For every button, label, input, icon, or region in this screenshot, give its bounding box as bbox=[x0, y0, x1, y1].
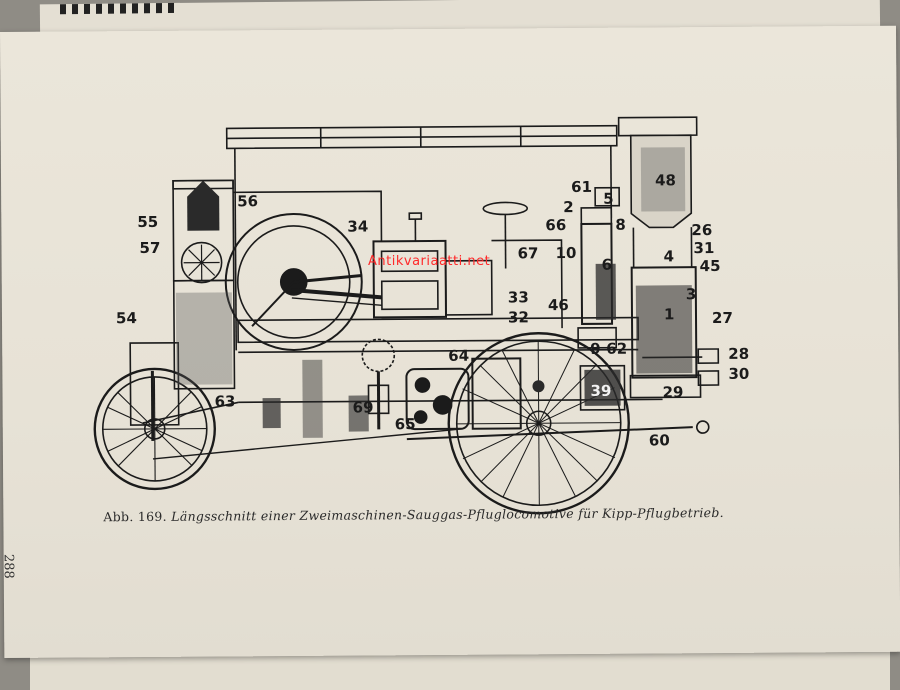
label-8: 8 bbox=[615, 216, 626, 234]
label-39: 39 bbox=[590, 382, 611, 400]
label-5: 5 bbox=[603, 190, 614, 208]
label-9: 9 bbox=[590, 340, 601, 358]
label-61: 61 bbox=[571, 178, 592, 196]
label-60: 60 bbox=[649, 431, 670, 449]
label-29: 29 bbox=[662, 383, 683, 401]
gear bbox=[362, 339, 394, 371]
label-1: 1 bbox=[664, 305, 675, 323]
label-30: 30 bbox=[728, 365, 749, 383]
label-48: 48 bbox=[655, 171, 676, 189]
label-69: 69 bbox=[353, 398, 374, 416]
label-4: 4 bbox=[664, 247, 675, 265]
label-55: 55 bbox=[137, 213, 158, 231]
label-32: 32 bbox=[508, 308, 529, 326]
connecting-rod bbox=[292, 289, 382, 298]
label-6: 6 bbox=[602, 256, 613, 274]
label-27: 27 bbox=[712, 309, 733, 327]
watermark: Antikvariaatti.net bbox=[368, 254, 490, 269]
label-56: 56 bbox=[237, 192, 258, 210]
label-2: 2 bbox=[563, 198, 574, 216]
figure-number: Abb. 169. bbox=[103, 509, 167, 524]
label-45: 45 bbox=[700, 257, 721, 275]
label-28: 28 bbox=[728, 345, 749, 363]
page-number: 288 bbox=[1, 554, 16, 579]
label-10: 10 bbox=[555, 244, 576, 262]
book-page: 55 56 57 34 54 63 69 65 64 33 32 66 67 1… bbox=[0, 26, 900, 658]
label-33: 33 bbox=[508, 288, 529, 306]
label-57: 57 bbox=[139, 239, 160, 257]
label-34: 34 bbox=[347, 217, 368, 235]
printed-stripe bbox=[60, 3, 180, 14]
tool-box bbox=[472, 358, 520, 428]
label-54: 54 bbox=[116, 309, 137, 327]
label-31: 31 bbox=[693, 239, 714, 257]
label-64: 64 bbox=[448, 347, 469, 365]
label-46: 46 bbox=[548, 296, 569, 314]
hopper-top bbox=[619, 117, 697, 136]
locomotive-drawing: 55 56 57 34 54 63 69 65 64 33 32 66 67 1… bbox=[0, 26, 899, 532]
label-3: 3 bbox=[686, 285, 697, 303]
label-65: 65 bbox=[395, 415, 416, 433]
steering-wheel bbox=[483, 202, 527, 214]
label-26: 26 bbox=[691, 221, 712, 239]
label-67: 67 bbox=[517, 244, 538, 262]
engine-cylinder bbox=[373, 241, 446, 318]
label-62: 62 bbox=[606, 340, 627, 358]
label-66: 66 bbox=[545, 216, 566, 234]
generator-fill bbox=[636, 285, 693, 373]
label-63: 63 bbox=[215, 392, 236, 410]
